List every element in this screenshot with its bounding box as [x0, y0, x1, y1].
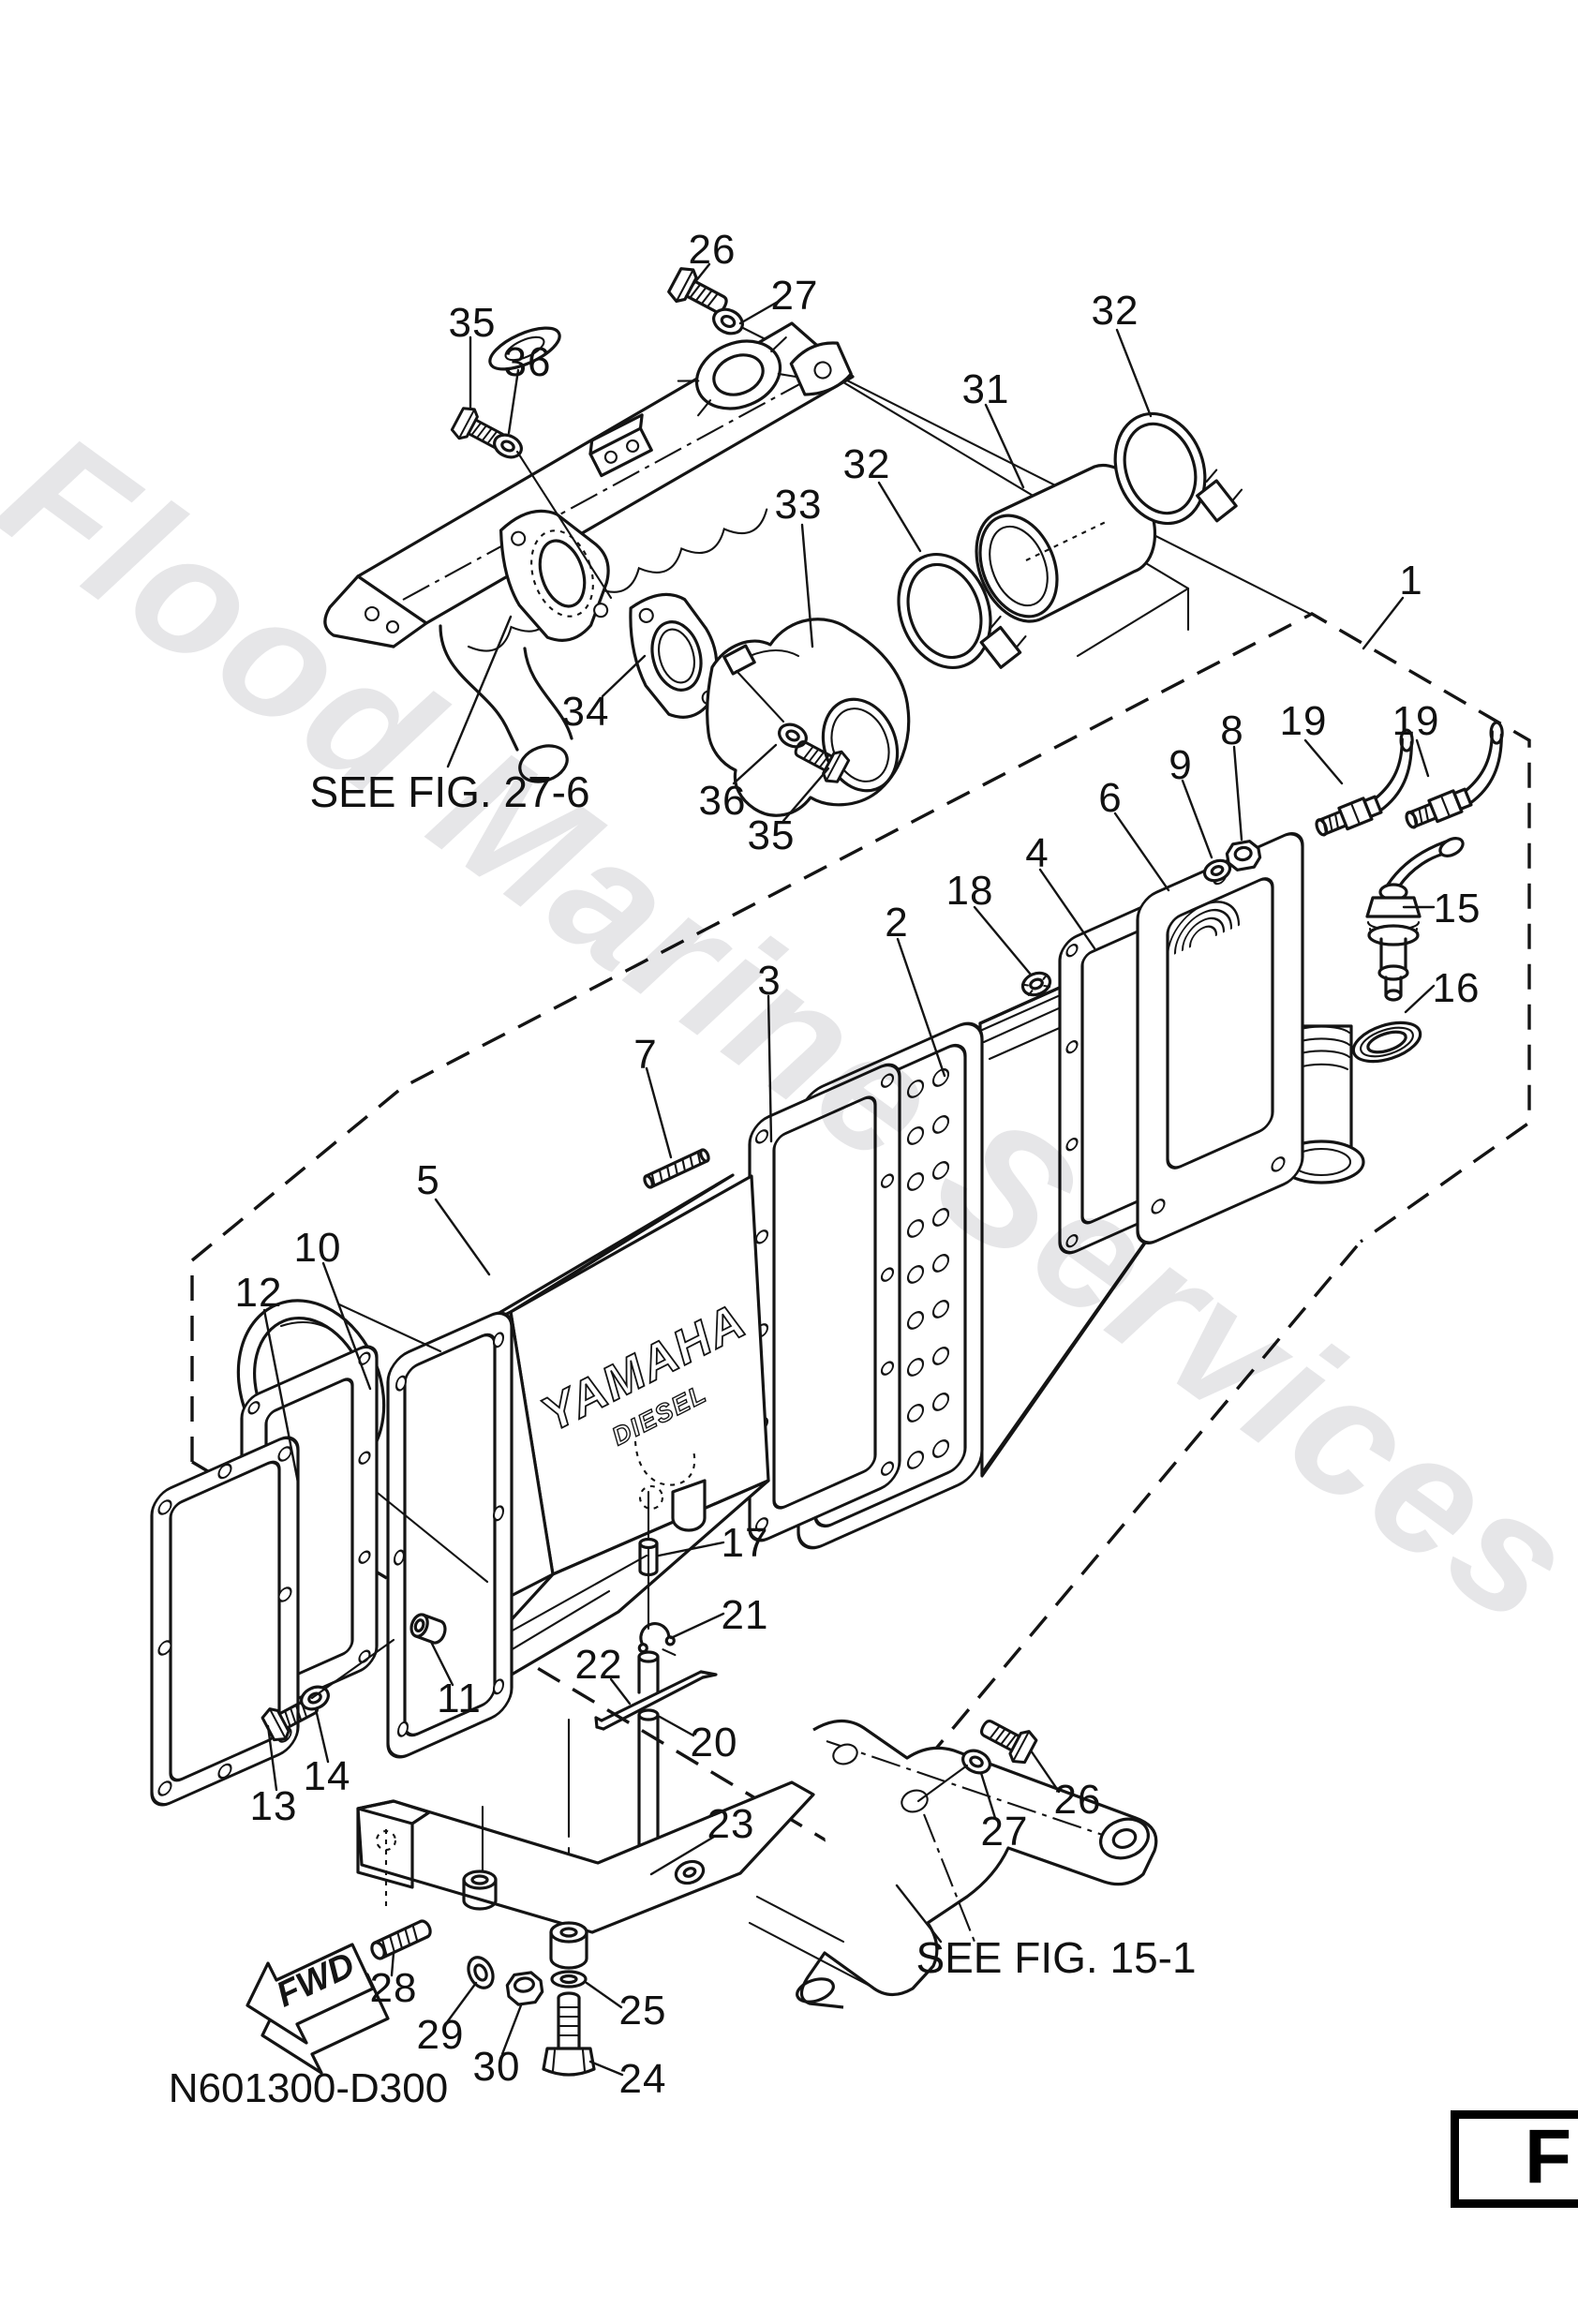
callout-18: 18: [945, 868, 994, 914]
mount-boss-right: [674, 1859, 706, 1885]
washer-14-drawing: [300, 1685, 330, 1711]
washer-18-drawing: [1020, 971, 1052, 997]
collar-17-drawing: [638, 1537, 659, 1577]
leader-lines: [262, 262, 1436, 2077]
reference-fig-15-1: SEE FIG. 15-1: [916, 1933, 1197, 1982]
callout-26: 26: [1053, 1777, 1102, 1823]
engine-bracket-fig15-1-drawing: [748, 1719, 1158, 2009]
bushing-11-drawing: [409, 1613, 447, 1645]
silencer-flange: [386, 1311, 514, 1759]
callout-4: 4: [1025, 830, 1050, 876]
callout-32: 32: [1091, 288, 1139, 334]
callout-27: 27: [770, 273, 819, 319]
callout-23: 23: [707, 1801, 755, 1847]
callout-25: 25: [618, 1988, 667, 2034]
hose-fitting-19-right-drawing: [1405, 721, 1504, 829]
gasket-3-drawing: [748, 1063, 901, 1542]
callout-34: 34: [561, 689, 610, 735]
callout-31: 31: [961, 366, 1010, 412]
callout-24: 24: [618, 2056, 667, 2102]
water-hose-31-drawing: [975, 463, 1157, 623]
callout-20: 20: [690, 1720, 738, 1765]
bolt-35-lower-drawing: [794, 740, 851, 783]
manifold-pad: [588, 413, 653, 478]
mount-bracket-23-drawing: [356, 1780, 815, 1970]
callout-11: 11: [437, 1676, 482, 1721]
callout-21: 21: [721, 1592, 769, 1638]
callout-16: 16: [1432, 965, 1481, 1011]
mount-boss-left: [462, 1870, 498, 1911]
callout-5: 5: [416, 1157, 440, 1203]
drawing-code: N601300-D300: [168, 2065, 449, 2111]
callout-14: 14: [303, 1753, 351, 1799]
washer-36-top-drawing: [493, 433, 523, 459]
callout-10: 10: [293, 1225, 342, 1271]
mount-boss-center: [549, 1921, 588, 1970]
callout-13: 13: [249, 1783, 298, 1829]
callout-6: 6: [1098, 775, 1123, 821]
bolt-26-lower-drawing: [980, 1720, 1038, 1765]
exhaust-elbow-33-drawing: [705, 618, 911, 817]
callout-28: 28: [369, 1965, 418, 2011]
page-letter-box: F: [1451, 2110, 1578, 2208]
alignment-lines: [310, 450, 969, 1803]
bolt-24-drawing: [542, 1991, 596, 2077]
callout-26: 26: [688, 227, 737, 273]
callout-19: 19: [1279, 698, 1328, 744]
washer-27-lower-drawing: [961, 1749, 991, 1775]
washer-29-drawing: [467, 1956, 495, 1989]
washer-25-drawing: [550, 1970, 588, 1989]
nut-8-drawing: [1225, 840, 1262, 872]
manifold-end-tab: [789, 341, 853, 396]
callout-27: 27: [980, 1809, 1029, 1855]
washer-9-drawing: [1202, 858, 1232, 883]
hose-clamp-32-right-drawing: [1113, 411, 1243, 526]
callout-15: 15: [1433, 886, 1481, 931]
washer-27-top-drawing: [712, 307, 744, 335]
nut-30-drawing: [505, 1971, 544, 2006]
exhaust-manifold-drawing: [323, 321, 855, 783]
hose-clamp-32-mid-drawing: [897, 552, 1027, 670]
washer-16-drawing: [1351, 1020, 1422, 1064]
hose-fitting-19-left-drawing: [1315, 728, 1414, 837]
rod-22-drawing: [594, 1670, 718, 1731]
callout-32: 32: [842, 441, 891, 487]
callout-17: 17: [721, 1520, 769, 1566]
callout-30: 30: [472, 2044, 521, 2090]
callout-7: 7: [633, 1032, 658, 1078]
anode-15-drawing: [1365, 837, 1465, 1002]
callout-19: 19: [1392, 698, 1440, 744]
page-letter: F: [1525, 2114, 1572, 2199]
manifold-port-boss: [677, 336, 799, 417]
callout-2: 2: [885, 900, 909, 946]
callout-12: 12: [234, 1270, 283, 1316]
callout-1: 1: [1399, 558, 1423, 603]
callout-33: 33: [774, 482, 823, 528]
callout-9: 9: [1169, 742, 1193, 788]
cover-12-drawing: [150, 1436, 300, 1807]
callout-36: 36: [698, 778, 747, 824]
reference-fig-27-6: SEE FIG. 27-6: [309, 767, 590, 816]
clip-21-drawing: [637, 1622, 677, 1657]
stud-7-drawing: [643, 1148, 710, 1189]
stud-28-drawing: [370, 1919, 432, 1960]
callout-29: 29: [416, 2012, 465, 2058]
callout-35: 35: [448, 300, 497, 346]
callout-35: 35: [747, 812, 796, 858]
callout-8: 8: [1220, 708, 1244, 753]
callout-22: 22: [574, 1642, 623, 1688]
callout-3: 3: [757, 958, 782, 1004]
callout-36: 36: [503, 339, 552, 385]
